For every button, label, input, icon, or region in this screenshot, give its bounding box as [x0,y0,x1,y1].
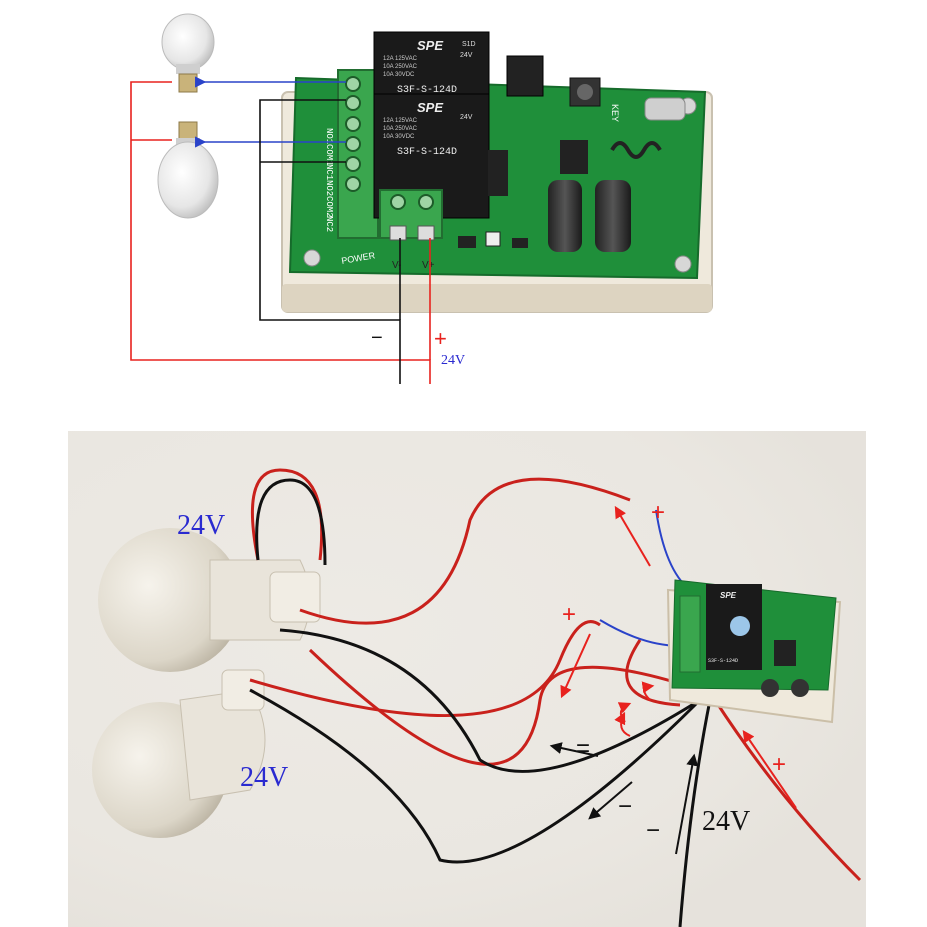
terminal-label-no1: NO1 [324,128,334,144]
terminal-block-output [337,69,379,239]
relay-spec: 10A 250VAC [383,126,418,132]
photo-black-arrows [549,742,699,855]
photo-plus-sign: + [651,499,665,526]
relay-spec: 10A 250VAC [383,64,418,70]
bulb-icon [161,13,215,93]
board-base-plate-shadow [282,284,712,312]
ic-chip [488,150,508,196]
diode [512,238,528,248]
black-wire [259,99,401,384]
bulb-icon [157,121,219,219]
minus-sign: − [371,327,383,349]
bulb-top-voltage: 24V [177,510,225,541]
v-plus-label: V+ [422,260,435,271]
relay-spec: 12A 125VAC [383,56,418,62]
relay-coil: 24V [460,52,473,59]
relay-model: S3F-S-124D [397,85,457,96]
power-terminal-block [379,189,443,241]
red-wire [130,81,431,384]
photo-red-cables [249,468,862,882]
photo-bulb-bottom [92,669,266,838]
relay-coil: 24V [460,114,473,121]
photo-bulb-top [98,528,321,672]
photo-minus-sign: = [576,735,590,762]
crystal [644,97,686,121]
top-wiring-diagram: NO1 COM1 NC1 NO2 COM2 NC2 SPE S1D 24V 12… [130,13,713,384]
terminal-label-com2: COM2 [324,196,334,218]
wiring-photo: SPE S3F-S-124D 24V 24V + + + = − − [68,431,866,927]
antenna-coil [610,141,662,159]
relay-spec: 10A 30VDC [383,134,415,140]
photo-plus-sign: + [772,751,786,778]
terminal-screws [345,76,361,192]
relay-model: S3F-S-124D [397,147,457,158]
capacitor [595,180,631,252]
relay-spec: 10A 30VDC [383,72,415,78]
diode [458,236,476,248]
bulb-bottom-voltage: 24V [240,762,288,793]
v-minus-label: V- [392,260,401,271]
photo-relay-brand: SPE [720,591,737,600]
photo-plus-sign: + [562,601,576,628]
terminal-label-nc2: NC2 [324,216,334,232]
photo-relay-model: S3F-S-124D [708,658,738,664]
ic-chip [560,140,588,174]
photo-minus-sign: − [646,817,660,844]
key-silk-label: KEY [610,104,620,122]
supply-voltage-label: 24V [702,806,750,837]
photo-black-cables [249,478,712,927]
mount-hole [674,255,692,273]
relay-spec: 12A 125VAC [383,118,418,124]
relay-code: S1D [462,41,476,48]
relay-top: SPE S1D 24V 12A 125VAC 10A 250VAC 10A 30… [373,31,490,99]
capacitor [548,180,582,252]
relay-brand: SPE [417,38,443,53]
photo-relay-board: SPE S3F-S-124D [666,579,842,724]
terminal-label-nc1: NC1 [324,164,334,180]
relay-brand: SPE [417,100,443,115]
terminal-label-com1: COM1 [324,144,334,166]
voltage-label: 24V [441,353,465,368]
terminal-silk-labels: NO1 COM1 NC1 NO2 COM2 NC2 [324,128,334,232]
jumper-header [506,55,544,97]
blue-wire [195,76,346,148]
mount-hole [303,249,321,267]
photo-minus-sign: − [618,793,632,820]
terminal-label-no2: NO2 [324,180,334,196]
photo-red-arrows [560,505,797,809]
key-button-cap [577,84,593,100]
plus-sign: + [434,326,447,351]
diode [485,231,501,247]
